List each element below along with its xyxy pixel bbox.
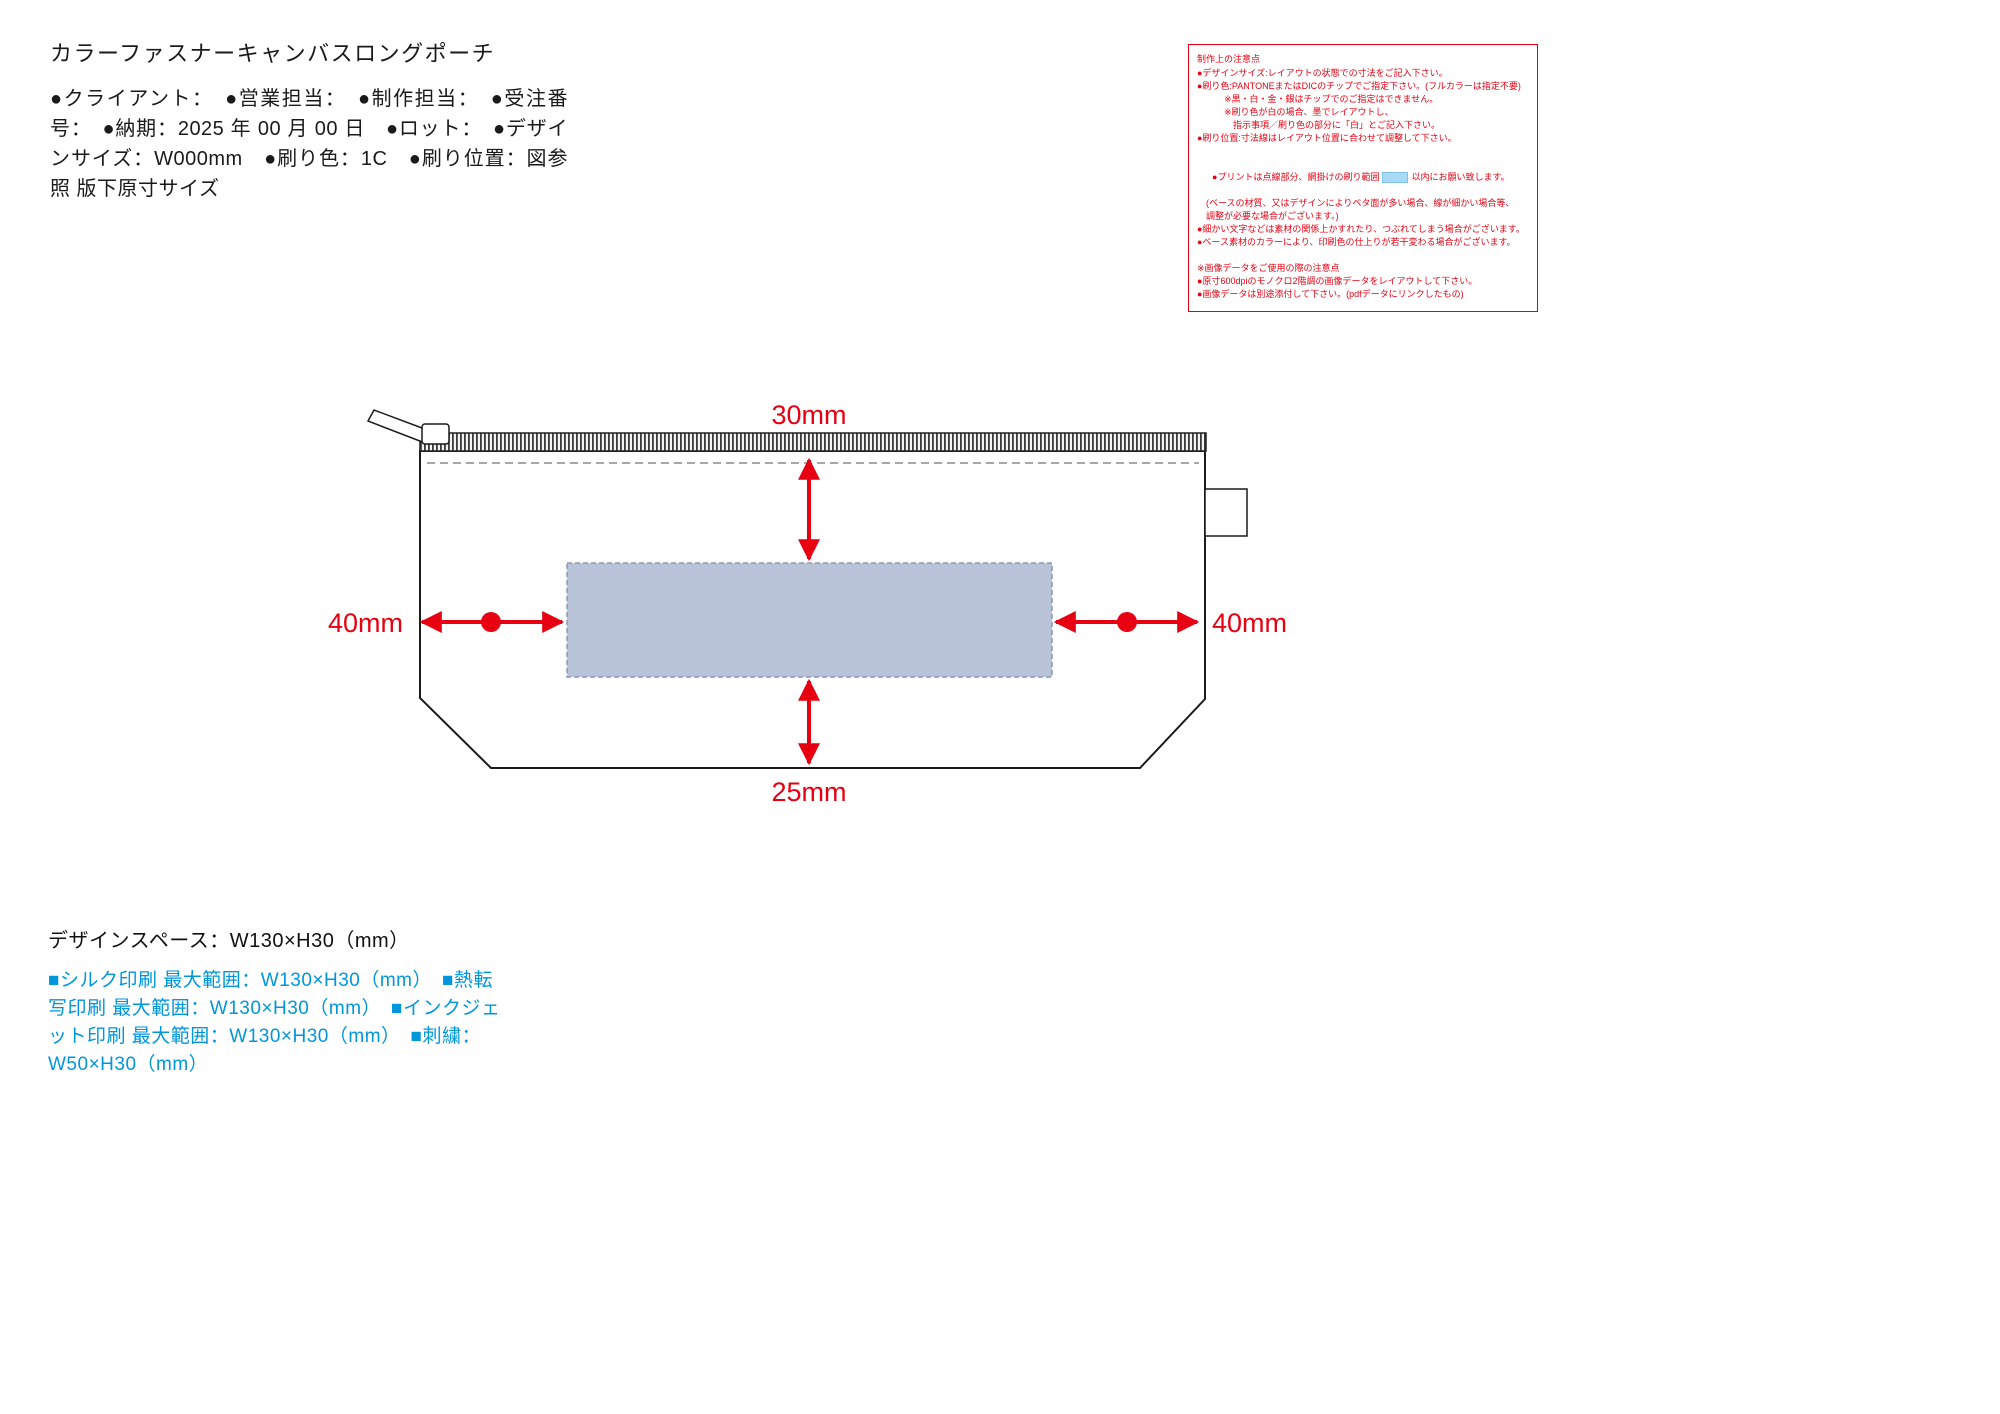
dim-dot-right xyxy=(1117,612,1137,632)
side-tab xyxy=(1204,488,1248,537)
notes-title: 制作上の注意点 xyxy=(1197,54,1261,64)
dim-dot-left xyxy=(481,612,501,632)
note-line: ●刷り位置:寸法線はレイアウト位置に合わせて調整して下さい。 xyxy=(1197,133,1457,143)
note-text: 以内にお願い致します。 xyxy=(1411,172,1510,182)
design-space-label: デザインスペース：W130×H30（mm） xyxy=(48,930,410,952)
note-line: (ベースの材質、又はデザインによりベタ面が多い場合、線が細かい場合等、 xyxy=(1197,198,1515,208)
pouch-diagram: 30mm 25mm 40mm 40mm xyxy=(328,400,1287,807)
note-line: ●原寸600dpiのモノクロ2階調の画像データをレイアウトして下さい。 xyxy=(1197,276,1478,286)
note-line: ●ベース素材のカラーにより、印刷色の仕上りが若干変わる場合がございます。 xyxy=(1197,237,1516,247)
dim-label-bottom: 25mm xyxy=(771,777,846,807)
production-notes-box: 制作上の注意点 ●デザインサイズ:レイアウトの状態での寸法をご記入下さい。 ●刷… xyxy=(1188,44,1538,312)
dim-label-top: 30mm xyxy=(771,400,846,430)
dim-label-right: 40mm xyxy=(1212,608,1287,638)
dim-label-left: 40mm xyxy=(328,608,403,638)
zipper-pull xyxy=(366,409,431,444)
note-line: 調整が必要な場合がございます。) xyxy=(1197,211,1339,221)
print-area xyxy=(566,562,1053,678)
print-methods: ■シルク印刷 最大範囲：W130×H30（mm） ■熱転写印刷 最大範囲：W13… xyxy=(48,970,501,1075)
note-line: 指示事項／刷り色の部分に「白」とご記入下さい。 xyxy=(1197,120,1441,130)
note-line: ●刷り色:PANTONEまたはDICのチップでご指定下さい。(フルカラーは指定不… xyxy=(1197,81,1521,91)
note-line: ※刷り色が白の場合、墨でレイアウトし、 xyxy=(1197,107,1394,117)
header: カラーファスナーキャンバスロングポーチ ●クライアント： ●営業担当： ●制作担… xyxy=(50,36,568,204)
note-text: ●プリントは点線部分、網掛けの刷り範囲 xyxy=(1212,172,1380,182)
note-print-range-line: ●プリントは点線部分、網掛けの刷り範囲 以内にお願い致します。 xyxy=(1197,158,1529,197)
zipper-slider xyxy=(421,423,450,445)
note-line: ●デザインサイズ:レイアウトの状態での寸法をご記入下さい。 xyxy=(1197,68,1448,78)
note-line: ●画像データは別途添付して下さい。(pdfデータにリンクしたもの) xyxy=(1197,289,1464,299)
product-title: カラーファスナーキャンバスロングポーチ xyxy=(50,41,496,66)
zipper-band xyxy=(419,432,1207,452)
image-notes-title: ※画像データをご使用の際の注意点 xyxy=(1197,263,1340,273)
footer: デザインスペース：W130×H30（mm） ■シルク印刷 最大範囲：W130×H… xyxy=(48,924,508,1079)
order-info: ●クライアント： ●営業担当： ●制作担当： ●受注番号： ●納期：2025 年… xyxy=(50,88,568,200)
print-range-swatch xyxy=(1382,172,1409,184)
note-line: ※黒・白・金・銀はチップでのご指定はできません。 xyxy=(1197,94,1439,104)
note-line: ●細かい文字などは素材の関係上かすれたり、つぶれてしまう場合がございます。 xyxy=(1197,224,1525,234)
